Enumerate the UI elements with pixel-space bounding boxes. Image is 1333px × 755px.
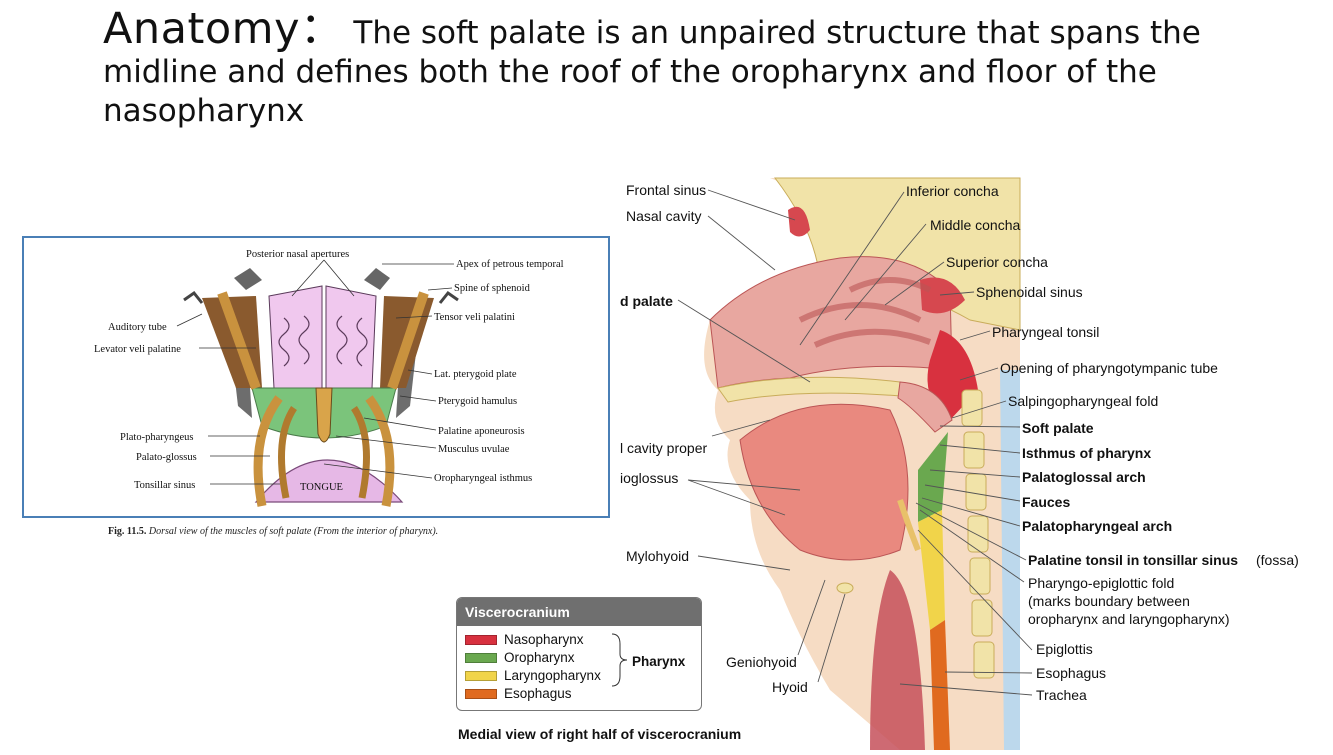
epiglottis-shape bbox=[897, 499, 921, 552]
concha-scrolls bbox=[278, 315, 368, 367]
left-palatoglossal-arch bbox=[253, 395, 283, 507]
swatch-oropharynx bbox=[465, 653, 497, 664]
label-nasal-cavity: Nasal cavity bbox=[626, 208, 701, 224]
fig1-leader-lines bbox=[176, 259, 454, 485]
left-nasal-aperture bbox=[268, 285, 323, 389]
label-geniohyoid: Geniohyoid bbox=[726, 654, 797, 670]
viscerocranium-legend: Viscerocranium Nasopharynx Oropharynx La… bbox=[456, 597, 702, 711]
spinal-canal bbox=[1000, 370, 1020, 750]
esophagus-region bbox=[930, 620, 950, 750]
label-plato-pharyngeus: Plato-pharyngeus bbox=[120, 432, 194, 443]
vertebrae bbox=[961, 389, 995, 679]
caption-number: Fig. 11.5. bbox=[108, 526, 147, 537]
label-apex-petrous: Apex of petrous temporal bbox=[456, 259, 564, 270]
label-fauces: Fauces bbox=[1022, 494, 1070, 510]
label-middle-concha: Middle concha bbox=[930, 217, 1020, 233]
right-palatoglossal-arch bbox=[365, 395, 395, 507]
label-palato-glossus: Palato-glossus bbox=[136, 452, 197, 463]
label-pharyngeal-tonsil: Pharyngeal tonsil bbox=[992, 324, 1099, 340]
fig2-leader-lines bbox=[677, 189, 1033, 696]
label-marks-2: oropharynx and laryngopharynx) bbox=[1028, 611, 1230, 627]
label-marks-1: (marks boundary between bbox=[1028, 593, 1190, 609]
label-trachea: Trachea bbox=[1036, 687, 1087, 703]
title-text: The soft palate is an unpaired structure… bbox=[103, 15, 1201, 129]
oropharynx-region bbox=[918, 432, 948, 522]
label-esophagus: Esophagus bbox=[1036, 665, 1106, 681]
label-lat-pterygoid: Lat. pterygoid plate bbox=[434, 369, 517, 380]
label-palatopharyngeal: Palatopharyngeal arch bbox=[1022, 518, 1172, 534]
legend-item-oropharynx: Oropharynx bbox=[465, 650, 575, 666]
tongue-shape bbox=[254, 459, 404, 503]
viscerocranium-figure: Frontal sinus Nasal cavity d palate l ca… bbox=[600, 170, 1333, 750]
sphenoidal-sinus-shape bbox=[920, 277, 965, 314]
label-salpingo: Salpingopharyngeal fold bbox=[1008, 393, 1158, 409]
tongue-shape-2 bbox=[739, 403, 909, 561]
legend-label: Oropharynx bbox=[504, 650, 575, 665]
label-spine-sphenoid: Spine of sphenoid bbox=[454, 283, 531, 294]
legend-brace bbox=[611, 633, 628, 687]
label-hamulus: Pterygoid hamulus bbox=[438, 396, 517, 407]
right-nasal-aperture bbox=[325, 285, 377, 389]
label-tonsillar-sinus: Tonsillar sinus bbox=[134, 480, 195, 491]
label-tongue: TONGUE bbox=[300, 482, 343, 493]
sphenoid-spine-shapes bbox=[183, 290, 459, 304]
label-mylohyoid: Mylohyoid bbox=[626, 548, 689, 564]
conchae-shapes bbox=[798, 277, 932, 348]
legend-item-laryngopharynx: Laryngopharynx bbox=[465, 668, 601, 684]
right-palatopharyngeal-arch bbox=[351, 406, 370, 499]
caption-text: Dorsal view of the muscles of soft palat… bbox=[146, 526, 439, 537]
legend-label: Laryngopharynx bbox=[504, 668, 601, 683]
legend-header: Viscerocranium bbox=[457, 598, 701, 626]
label-tensor: Tensor veli palatini bbox=[434, 312, 515, 323]
legend-group-pharynx: Pharynx bbox=[632, 654, 686, 669]
label-hard-palate: d palate bbox=[620, 293, 673, 309]
label-palatine-aponeurosis: Palatine aponeurosis bbox=[438, 426, 525, 437]
hyoid-shape bbox=[836, 582, 854, 594]
label-posterior-nasal-apertures: Posterior nasal apertures bbox=[246, 249, 349, 260]
legend-item-nasopharynx: Nasopharynx bbox=[465, 632, 584, 648]
musculus-uvulae bbox=[315, 387, 333, 443]
page-title: Anatomy： The soft palate is an unpaired … bbox=[103, 8, 1303, 131]
swatch-esophagus bbox=[465, 689, 497, 700]
swatch-laryngopharynx bbox=[465, 671, 497, 682]
frontal-sinus-shape bbox=[788, 206, 810, 237]
label-epiglottis: Epiglottis bbox=[1036, 641, 1093, 657]
label-inferior-concha: Inferior concha bbox=[906, 183, 999, 199]
figure1-caption: Fig. 11.5. Dorsal view of the muscles of… bbox=[108, 526, 438, 537]
title-heading: Anatomy： bbox=[103, 4, 344, 54]
legend-label: Esophagus bbox=[504, 686, 572, 701]
larynx-trachea-shape bbox=[870, 570, 925, 750]
label-levator: Levator veli palatine bbox=[94, 344, 181, 355]
label-superior-concha: Superior concha bbox=[946, 254, 1048, 270]
left-palatopharyngeal-arch bbox=[278, 406, 297, 499]
label-frontal-sinus: Frontal sinus bbox=[626, 182, 706, 198]
label-hyoid: Hyoid bbox=[772, 679, 808, 695]
legend-label: Nasopharynx bbox=[504, 632, 584, 647]
label-fossa: (fossa) bbox=[1256, 552, 1299, 568]
label-oropharyngeal-isthmus: Oropharyngeal isthmus bbox=[434, 473, 532, 484]
viscerocranium-drawing: Frontal sinus Nasal cavity d palate l ca… bbox=[620, 177, 1299, 750]
label-musculus-uvulae: Musculus uvulae bbox=[438, 444, 510, 455]
label-isthmus: Isthmus of pharynx bbox=[1022, 445, 1151, 461]
label-sphenoidal-sinus: Sphenoidal sinus bbox=[976, 284, 1083, 300]
label-pharyngo-epi: Pharyngo-epiglottic fold bbox=[1028, 575, 1174, 591]
soft-palate-muscles-drawing: Posterior nasal apertures Apex of petrou… bbox=[94, 249, 564, 507]
soft-palate-muscles-figure: Posterior nasal apertures Apex of petrou… bbox=[22, 236, 610, 518]
label-auditory-tube: Auditory tube bbox=[108, 322, 167, 333]
label-genioglossus: ioglossus bbox=[620, 470, 678, 486]
label-oral-cavity: l cavity proper bbox=[620, 440, 707, 456]
swatch-nasopharynx bbox=[465, 635, 497, 646]
laryngopharynx-region bbox=[918, 510, 945, 630]
petrous-apex-shapes bbox=[234, 268, 390, 290]
label-opening-tube: Opening of pharyngotympanic tube bbox=[1000, 360, 1218, 376]
label-palatine-tonsil: Palatine tonsil in tonsillar sinus bbox=[1028, 552, 1238, 568]
figure2-caption: Medial view of right half of viscerocran… bbox=[458, 726, 742, 742]
levator-bands bbox=[217, 291, 429, 390]
label-soft-palate: Soft palate bbox=[1022, 420, 1094, 436]
label-palatoglossal: Palatoglossal arch bbox=[1022, 469, 1146, 485]
legend-item-esophagus: Esophagus bbox=[465, 686, 572, 702]
